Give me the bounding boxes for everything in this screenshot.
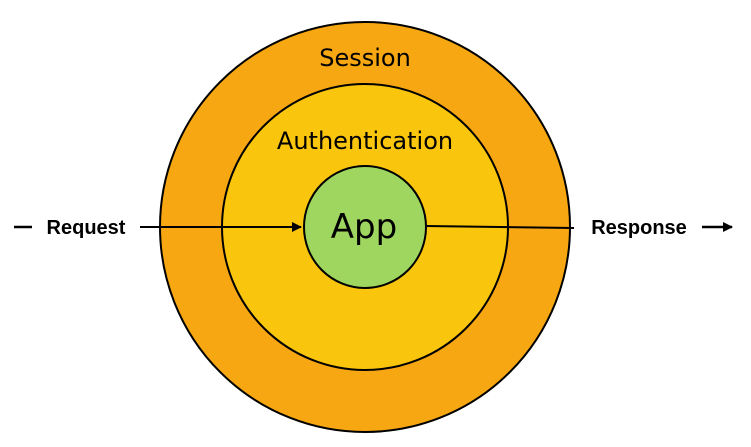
response-line <box>425 225 575 229</box>
session-label: Session <box>319 44 411 72</box>
request-label: Request <box>47 217 126 239</box>
app-label: App <box>331 207 397 247</box>
authentication-label: Authentication <box>277 127 453 155</box>
response-label: Response <box>591 217 687 239</box>
